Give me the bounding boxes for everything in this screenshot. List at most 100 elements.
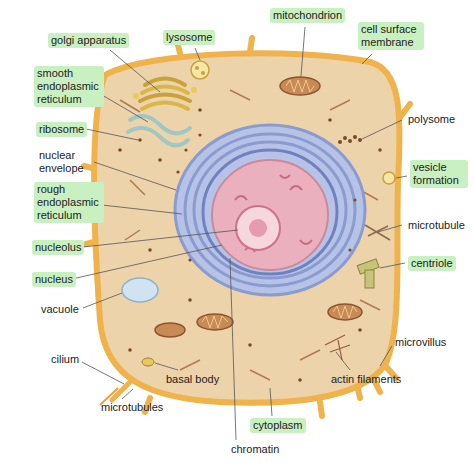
ribosomes <box>198 108 202 112</box>
lysosome <box>195 66 199 70</box>
actin-filaments <box>325 335 350 360</box>
part-label: basal body <box>163 372 222 387</box>
cell-body <box>94 53 399 402</box>
leader-line <box>94 162 176 190</box>
leader-line <box>82 362 124 384</box>
mitochondrion <box>197 314 233 330</box>
leader-line <box>336 352 350 370</box>
part-label: nuclear envelope <box>36 148 92 176</box>
part-label: cilium <box>48 352 82 367</box>
ribosomes <box>118 108 382 382</box>
part-label: cell surface membrane <box>358 22 424 50</box>
part-label: nucleolus <box>32 240 84 255</box>
rough-er <box>203 150 337 274</box>
nucleus <box>212 160 328 270</box>
vesicle <box>383 172 395 184</box>
microtubule <box>365 225 390 240</box>
leader-line <box>230 258 236 440</box>
ribosomes <box>176 170 179 173</box>
centriole <box>357 259 379 288</box>
basal-body <box>142 358 154 366</box>
polysome <box>353 135 357 139</box>
golgi-apparatus <box>133 79 197 110</box>
microtubule <box>365 225 390 240</box>
golgi-apparatus <box>140 95 190 102</box>
leader-line <box>380 346 392 366</box>
part-label: cytoplasm <box>250 418 306 433</box>
golgi-apparatus <box>133 93 139 99</box>
leader-line <box>362 54 372 64</box>
ribosomes <box>248 343 252 347</box>
part-label: chromatin <box>228 442 282 457</box>
leader-line <box>396 176 407 178</box>
leader-line <box>72 245 222 279</box>
smooth-er <box>128 128 188 145</box>
leader-line <box>110 50 160 92</box>
part-label: microtubules <box>98 400 166 415</box>
part-label: smooth endoplasmic reticulum <box>34 66 104 107</box>
lysosome <box>191 61 209 79</box>
mitochondrion <box>202 316 228 328</box>
polysome <box>338 135 362 144</box>
part-label: microtubule <box>405 218 468 233</box>
ribosomes <box>378 148 382 152</box>
lysosome <box>201 71 205 75</box>
ribosomes <box>198 133 201 136</box>
leader-line <box>122 389 133 399</box>
rough-er <box>175 125 365 295</box>
centriole <box>365 270 374 288</box>
rough-er <box>175 125 365 295</box>
cytoskeleton <box>120 90 380 380</box>
ribosomes <box>148 248 152 252</box>
ribosomes <box>353 198 356 201</box>
part-label: golgi apparatus <box>48 33 129 48</box>
mitochondrion <box>333 306 357 318</box>
ribosomes <box>184 148 187 151</box>
part-label: nucleus <box>32 272 76 287</box>
leader-line <box>83 293 122 308</box>
ribosomes <box>158 158 162 162</box>
part-label: mitochondrion <box>270 8 345 23</box>
part-label: actin filaments <box>328 372 404 387</box>
polysome <box>358 138 362 142</box>
leader-line <box>380 263 405 268</box>
smooth-er <box>130 116 190 133</box>
ribosomes <box>328 118 332 122</box>
leader-line <box>362 120 402 139</box>
nucleus <box>235 175 312 252</box>
nucleus <box>249 219 267 237</box>
mitochondrion <box>280 77 320 95</box>
mitochondrion <box>286 80 314 92</box>
lysosome <box>191 61 209 79</box>
mitochondrion <box>155 323 185 337</box>
leader-line <box>195 48 200 60</box>
leader-line <box>155 363 178 370</box>
part-label: microvillus <box>392 335 449 350</box>
leader-line <box>102 205 182 214</box>
ribosomes <box>118 148 122 152</box>
golgi-apparatus <box>191 87 197 93</box>
vacuole <box>122 278 158 302</box>
leader-line <box>378 225 402 232</box>
polysome <box>348 139 352 143</box>
ribosomes <box>188 258 191 261</box>
ribosomes <box>128 348 132 352</box>
cell-body <box>84 38 410 416</box>
polysome <box>343 136 347 140</box>
golgi-apparatus <box>142 103 188 110</box>
nucleus <box>212 160 328 270</box>
ribosomes <box>348 248 351 251</box>
leader-line <box>83 230 238 247</box>
leader-line <box>102 95 148 122</box>
rough-er <box>194 142 346 278</box>
part-label: centriole <box>408 256 456 271</box>
part-label: rough endoplasmic reticulum <box>34 182 104 223</box>
cytoskeleton <box>120 90 380 380</box>
leader-line <box>270 388 272 416</box>
actin-filaments <box>325 335 350 360</box>
cell-body <box>84 38 410 416</box>
ribosomes <box>298 378 302 382</box>
part-label: ribosome <box>36 122 87 137</box>
ribosomes <box>358 328 362 332</box>
golgi-apparatus <box>142 87 188 94</box>
